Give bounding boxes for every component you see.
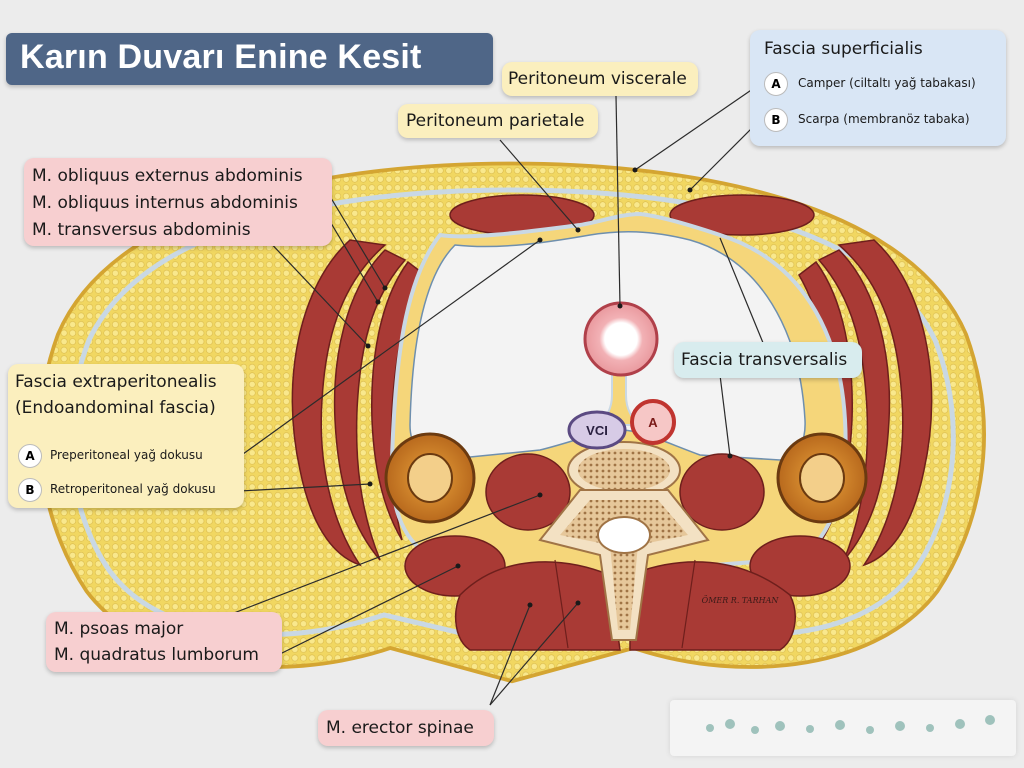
leader-dots xyxy=(365,167,733,608)
peritoneum-viscerale-box: Peritoneum viscerale xyxy=(502,62,698,96)
camper-label: Camper (ciltaltı yağ tabakası) xyxy=(798,76,976,90)
psoas-major-label: M. psoas major xyxy=(54,619,184,639)
scarpa-label: Scarpa (membranöz tabaka) xyxy=(798,112,970,126)
watermark-graphic xyxy=(706,715,995,734)
obliquus-internus-label: M. obliquus internus abdominis xyxy=(32,193,298,213)
erector-spinae-muscles xyxy=(454,559,796,651)
aorta xyxy=(630,399,676,445)
leader-lines xyxy=(194,83,776,706)
retroperitoneal-label: Retroperitoneal yağ dokusu xyxy=(50,482,216,496)
vertebra xyxy=(538,441,710,641)
vci-label: VCI xyxy=(586,423,608,438)
fascia-extraperitonealis-box: Fascia extraperitonealis (Endoandominal … xyxy=(8,364,244,508)
fascia-superficialis-box: Fascia superficialis A Camper (ciltaltı … xyxy=(750,30,1006,146)
peritoneum-viscerale-label: Peritoneum viscerale xyxy=(508,69,687,89)
obliquus-externus-label: M. obliquus externus abdominis xyxy=(32,166,303,186)
intestine xyxy=(583,301,659,377)
fascia-transversalis-box: Fascia transversalis xyxy=(674,342,862,378)
transversus-label: M. transversus abdominis xyxy=(32,220,251,240)
erector-spinae-label: M. erector spinae xyxy=(326,718,474,738)
peritoneum-parietale-box: Peritoneum parietale xyxy=(398,104,598,138)
fascia-superficialis-title: Fascia superficialis xyxy=(764,39,923,59)
watermark-strip xyxy=(670,700,1016,756)
lateral-muscles-left xyxy=(291,239,426,567)
kidney-left xyxy=(384,432,476,524)
retroperitoneal-badge: B xyxy=(18,478,42,502)
aorta-label: A xyxy=(648,415,658,430)
posterior-muscles-box: M. psoas major M. quadratus lumborum xyxy=(46,612,282,672)
preperitoneal-label: Preperitoneal yağ dokusu xyxy=(50,448,203,462)
fascia-extraperitonealis-title: Fascia extraperitonealis xyxy=(15,372,217,392)
erector-spinae-box: M. erector spinae xyxy=(318,710,494,746)
title-banner: Karın Duvarı Enine Kesit xyxy=(6,33,493,85)
scarpa-badge: B xyxy=(764,108,788,132)
psoas-major-muscles xyxy=(485,453,765,531)
endoabdominal-fascia-title: (Endoandominal fascia) xyxy=(15,398,216,418)
artist-signature: ÖMER R. TARHAN xyxy=(702,596,780,605)
kidney-right xyxy=(776,432,868,524)
peritoneum-parietale-label: Peritoneum parietale xyxy=(406,111,585,131)
rectus-abdominis-right xyxy=(669,194,815,236)
camper-badge: A xyxy=(764,72,788,96)
fascia-transversalis-label: Fascia transversalis xyxy=(681,350,848,370)
vena-cava-inferior xyxy=(567,410,627,450)
page-title: Karın Duvarı Enine Kesit xyxy=(20,38,422,76)
abdominal-muscles-box: M. obliquus externus abdominis M. obliqu… xyxy=(24,158,332,246)
preperitoneal-badge: A xyxy=(18,444,42,468)
quadratus-lumborum-label: M. quadratus lumborum xyxy=(54,645,259,665)
